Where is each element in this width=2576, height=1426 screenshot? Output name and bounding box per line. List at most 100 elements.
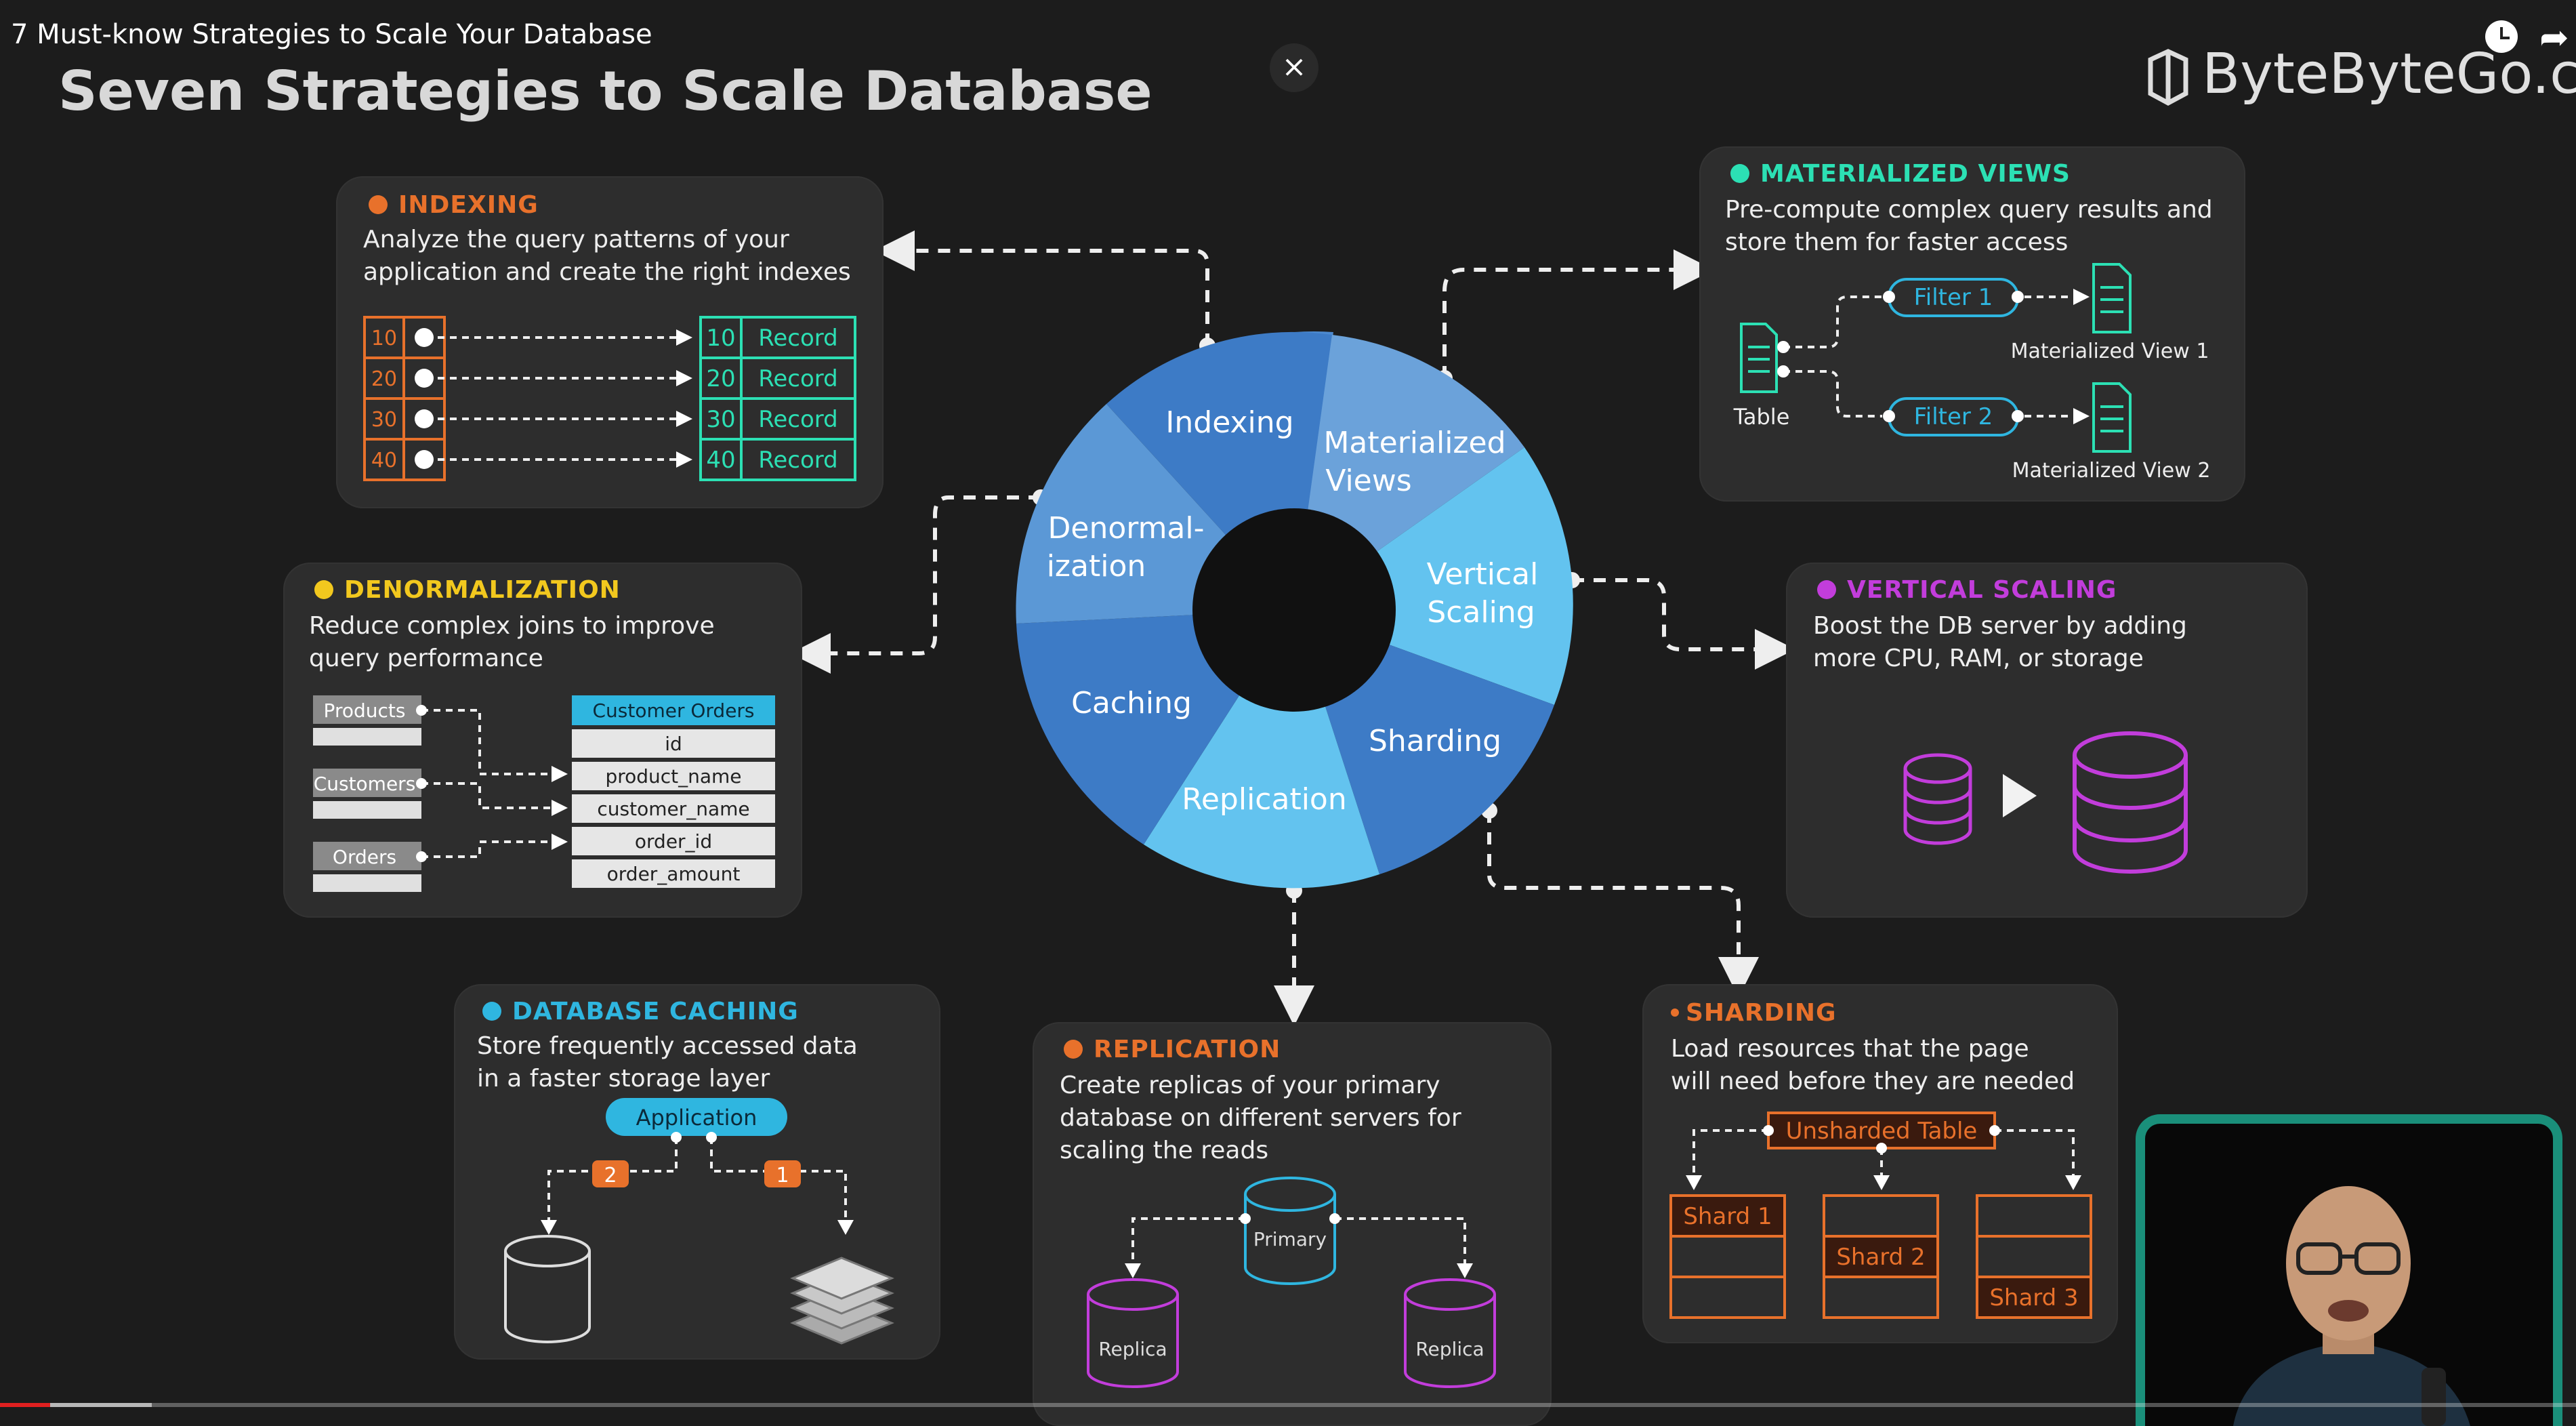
vertical-scaling-diagram — [1903, 731, 2188, 874]
replica-label: Replica — [1415, 1338, 1484, 1360]
presenter-avatar — [2233, 1186, 2470, 1426]
filter-2-label: Filter 2 — [1914, 403, 1993, 430]
record-key: 40 — [706, 447, 735, 474]
wheel-label-replication: Replication — [1182, 782, 1346, 817]
slide-heading: Seven Strategies to Scale Database — [58, 60, 1152, 123]
small-database-icon — [1903, 753, 1972, 845]
strategy-wheel — [1016, 331, 1573, 889]
index-key: 10 — [371, 327, 397, 350]
close-button[interactable]: × — [1270, 43, 1318, 92]
caching-dot-icon — [482, 1002, 501, 1021]
record-key: 30 — [706, 406, 735, 433]
play-arrow-icon — [2003, 774, 2037, 817]
customers-table-label: Customers — [314, 773, 416, 795]
denormalization-title: DENORMALIZATION — [314, 576, 621, 604]
large-database-icon — [2073, 731, 2188, 874]
orders-table-label: Orders — [333, 846, 396, 868]
wheel-label-indexing: Indexing — [1165, 405, 1293, 440]
brand-name: ByteByteGo.com — [2202, 42, 2576, 106]
view-2-label: Materialized View 2 — [2012, 459, 2211, 483]
denormalization-card: DENORMALIZATION Reduce complex joins to … — [283, 563, 802, 918]
wheel-label-sharding: Sharding — [1369, 724, 1501, 758]
materialized-views-card: MATERIALIZED VIEWS Pre-compute complex q… — [1699, 146, 2245, 502]
record-key: 20 — [706, 365, 735, 392]
view-1-label: Materialized View 1 — [2011, 340, 2209, 363]
indexing-diagram: 10 20 30 40 10 20 30 40 Record Record Re… — [363, 316, 856, 481]
vertical-dot-icon — [1817, 580, 1836, 599]
video-progress-played — [0, 1403, 50, 1407]
video-title: 7 Must-know Strategies to Scale Your Dat… — [11, 19, 652, 50]
video-progress-buffered — [0, 1403, 152, 1407]
sharding-title: SHARDING — [1671, 999, 1837, 1027]
database-caching-title: DATABASE CACHING — [482, 998, 799, 1025]
index-key: 30 — [371, 408, 397, 432]
denormalization-dot-icon — [314, 580, 333, 599]
filter-1-label: Filter 1 — [1914, 284, 1993, 311]
vertical-scaling-card: VERTICAL SCALING Boost the DB server by … — [1786, 563, 2308, 918]
replication-card: REPLICATION Create replicas of your prim… — [1033, 1022, 1552, 1426]
sharding-diagram: Unsharded Table Shard 1 Shard 2 Shard 3 — [1669, 1112, 2092, 1319]
wheel-label-vertical-1: Vertical — [1427, 557, 1539, 592]
record-label: Record — [758, 406, 837, 433]
step-1-badge: 1 — [776, 1164, 789, 1187]
field-cell: id — [665, 733, 682, 755]
view-icon — [2092, 263, 2132, 453]
database-caching-card: DATABASE CACHING Store frequently access… — [454, 984, 940, 1360]
denormalization-diagram: Products Customers Orders Customer Order… — [313, 695, 775, 892]
indexing-card: INDEXING Analyze the query patterns of y… — [336, 176, 884, 508]
step-2-badge: 2 — [604, 1164, 617, 1187]
table-label: Table — [1733, 404, 1790, 430]
record-label: Record — [758, 365, 837, 392]
replication-diagram: Primary Replica Replica — [1087, 1177, 1496, 1388]
unsharded-table-label: Unsharded Table — [1786, 1118, 1978, 1145]
field-cell: customer_name — [597, 798, 749, 820]
replication-title: REPLICATION — [1064, 1036, 1281, 1063]
index-key: 40 — [371, 449, 397, 472]
record-key: 10 — [706, 325, 735, 352]
application-label: Application — [636, 1105, 757, 1130]
materialized-dot-icon — [1730, 164, 1749, 183]
primary-label: Primary — [1253, 1228, 1327, 1250]
video-progress-track[interactable] — [0, 1403, 2576, 1407]
products-table-label: Products — [324, 699, 406, 722]
wheel-label-vertical-2: Scaling — [1427, 595, 1535, 630]
replication-dot-icon — [1064, 1040, 1083, 1059]
wheel-label-materialized-2: Views — [1325, 464, 1411, 498]
shard-3-label: Shard 3 — [1989, 1284, 2078, 1311]
materialized-views-diagram: Filter 1 Filter 2 Table Materialized Vie… — [1733, 263, 2211, 483]
customer-orders-header: Customer Orders — [592, 699, 754, 722]
field-cell: product_name — [605, 765, 741, 788]
cache-stack-icon — [790, 1257, 894, 1345]
wheel-label-denormalization-1: Denormal- — [1048, 511, 1205, 546]
share-icon[interactable]: ➦ — [2539, 18, 2569, 58]
field-cell: order_id — [635, 830, 712, 853]
primary-database-icon — [1244, 1177, 1336, 1285]
wheel-label-denormalization-2: ization — [1047, 549, 1146, 584]
presenter-video[interactable] — [2136, 1114, 2562, 1426]
database-icon — [504, 1235, 591, 1343]
shard-2-label: Shard 2 — [1836, 1244, 1925, 1271]
materialized-views-title: MATERIALIZED VIEWS — [1730, 160, 2071, 188]
watch-later-icon[interactable] — [2485, 20, 2518, 53]
vertical-scaling-title: VERTICAL SCALING — [1817, 576, 2117, 604]
record-label: Record — [758, 447, 837, 474]
indexing-title: INDEXING — [369, 191, 539, 219]
field-cell: order_amount — [607, 863, 741, 885]
bytebytego-logo-icon — [2148, 49, 2188, 106]
wheel-label-caching: Caching — [1071, 686, 1192, 720]
record-label: Record — [758, 325, 837, 352]
database-caching-diagram: Application 2 1 — [504, 1098, 894, 1345]
index-key: 20 — [371, 367, 397, 391]
sharding-dot-icon — [1671, 1009, 1679, 1017]
shard-1-label: Shard 1 — [1683, 1203, 1772, 1230]
indexing-dot-icon — [369, 195, 388, 214]
